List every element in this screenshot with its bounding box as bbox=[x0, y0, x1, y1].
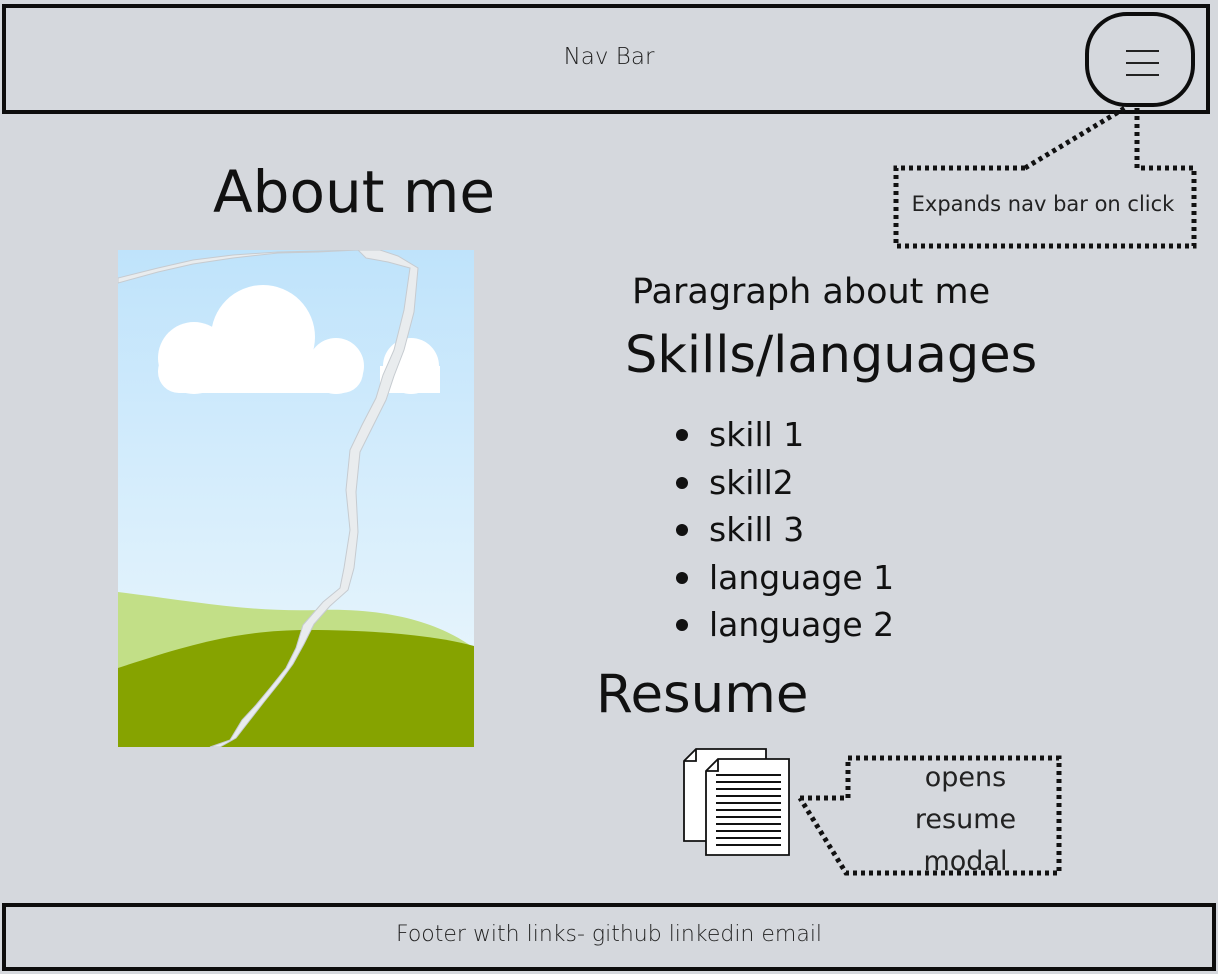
landscape-placeholder-image bbox=[118, 250, 474, 747]
list-item: skill2 bbox=[675, 459, 894, 507]
list-item: skill 1 bbox=[675, 411, 894, 459]
about-title: About me bbox=[213, 158, 496, 226]
front-hill bbox=[118, 630, 474, 747]
skills-list: skill 1 skill2 skill 3 language 1 langua… bbox=[675, 411, 894, 649]
cloud-shape bbox=[158, 285, 440, 394]
document-stack-icon[interactable] bbox=[680, 745, 795, 860]
footer bbox=[2, 903, 1216, 971]
nav-callout-text: Expands nav bar on click bbox=[911, 192, 1175, 216]
hamburger-menu-icon-line bbox=[1126, 62, 1159, 64]
paper-tear bbox=[118, 250, 419, 747]
resume-callout-text: opens resume modal bbox=[914, 762, 1017, 877]
nav-bar-label: Nav Bar bbox=[563, 44, 655, 70]
list-item: language 1 bbox=[675, 554, 894, 602]
skills-title: Skills/languages bbox=[625, 326, 1038, 385]
menu-toggle-button[interactable] bbox=[1085, 12, 1195, 107]
list-item: language 2 bbox=[675, 601, 894, 649]
resume-callout-box bbox=[797, 755, 1062, 876]
paragraph-placeholder: Paragraph about me bbox=[632, 272, 991, 312]
list-item: skill 3 bbox=[675, 506, 894, 554]
nav-bar bbox=[2, 4, 1210, 114]
hamburger-menu-icon-line bbox=[1126, 74, 1159, 76]
hamburger-menu-icon bbox=[1126, 50, 1159, 52]
resume-title: Resume bbox=[596, 664, 809, 725]
nav-callout-box bbox=[893, 105, 1197, 249]
footer-label: Footer with links- github linkedin email bbox=[395, 922, 823, 947]
nav-callout-pointer bbox=[1023, 105, 1127, 171]
